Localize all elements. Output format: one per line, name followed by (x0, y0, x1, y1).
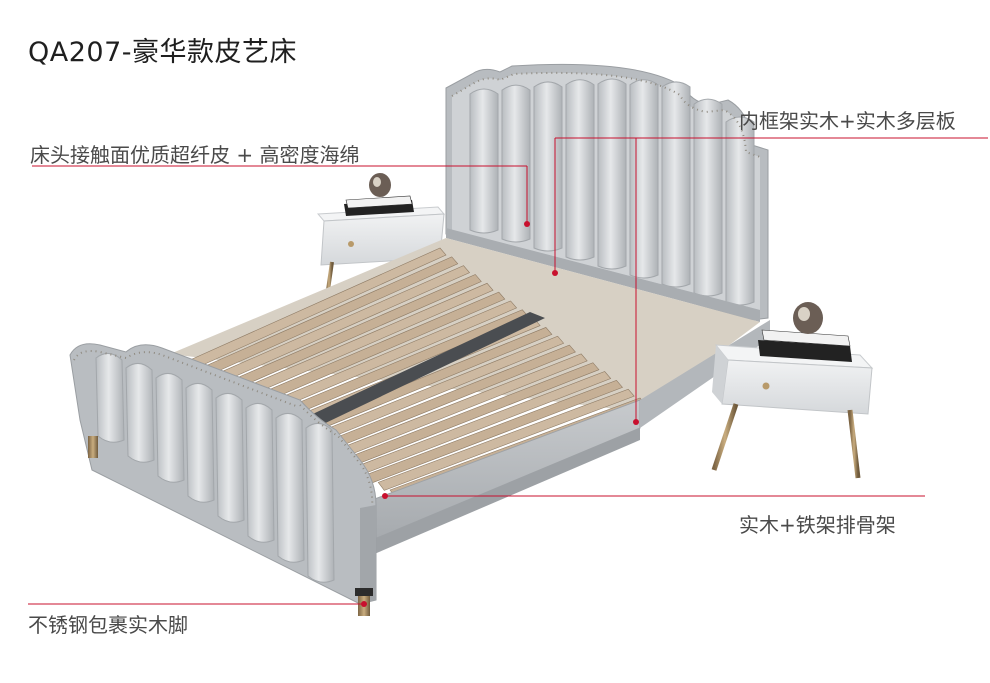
callout-slat-frame: 实木+铁架排骨架 (739, 513, 896, 537)
right-nightstand (711, 302, 874, 500)
footboard (69, 343, 377, 605)
page-title: QA207-豪华款皮艺床 (28, 37, 297, 68)
callout-headboard-surface: 床头接触面优质超纤皮 + 高密度海绵 (30, 143, 360, 167)
center-beam (300, 312, 545, 428)
headboard (445, 63, 769, 322)
callout-legs: 不锈钢包裹实木脚 (28, 613, 188, 637)
callout-lines (28, 137, 988, 607)
callout-inner-frame: 内框架实木+实木多层板 (739, 109, 956, 133)
